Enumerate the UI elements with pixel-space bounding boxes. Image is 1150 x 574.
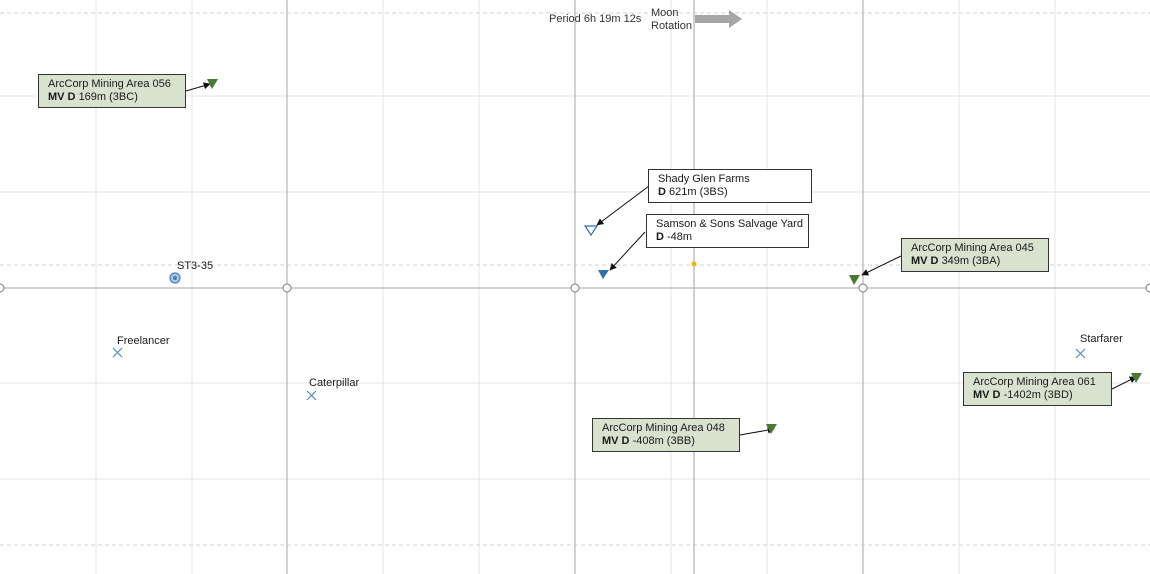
callout-arccorp-061[interactable]: ArcCorp Mining Area 061 MV D -1402m (3BD… xyxy=(963,372,1112,406)
leader-line xyxy=(609,231,646,271)
leader-line xyxy=(185,82,211,92)
rotation-arrow-icon xyxy=(695,10,742,28)
leader-line xyxy=(596,185,650,226)
callout-samson-sons[interactable]: Samson & Sons Salvage Yard D -48m xyxy=(646,214,809,248)
leader-line xyxy=(739,426,775,436)
outpost-marker-icon[interactable] xyxy=(598,270,609,279)
callout-shady-glen-farms[interactable]: Shady Glen Farms D 621m (3BS) xyxy=(648,169,812,203)
callout-arccorp-045[interactable]: ArcCorp Mining Area 045 MV D 349m (3BA) xyxy=(901,238,1049,272)
moon-rotation-label: Moon Rotation xyxy=(651,7,692,32)
axis-tick xyxy=(0,283,5,293)
axis-tick xyxy=(570,283,580,293)
outpost-marker-icon[interactable] xyxy=(849,275,860,285)
center-dot-icon xyxy=(691,261,697,267)
wreck-label-freelancer: Freelancer xyxy=(117,335,170,347)
outpost-marker-icon[interactable] xyxy=(1131,373,1142,383)
axis-tick xyxy=(282,283,292,293)
wreck-markers xyxy=(112,347,1086,401)
outpost-marker-icon[interactable] xyxy=(583,225,599,237)
leader-line xyxy=(1111,376,1137,390)
wreck-label-caterpillar: Caterpillar xyxy=(309,377,360,389)
outpost-marker-icon[interactable] xyxy=(766,424,777,434)
axis-ticks xyxy=(0,283,1150,293)
wreck-cross-icon xyxy=(112,347,123,358)
axis-tick xyxy=(858,283,868,293)
waypoint-label: ST3-35 xyxy=(177,260,214,272)
outpost-marker-icon[interactable] xyxy=(207,79,218,89)
axis-tick xyxy=(1145,283,1150,293)
wreck-label-starfarer: Starfarer xyxy=(1080,333,1123,345)
waypoint-marker-icon[interactable] xyxy=(169,272,181,284)
period-label: Period 6h 19m 12s xyxy=(549,13,642,25)
callout-arccorp-048[interactable]: ArcCorp Mining Area 048 MV D -408m (3BB) xyxy=(592,418,740,452)
callout-arccorp-056[interactable]: ArcCorp Mining Area 056 MV D 169m (3BC) xyxy=(38,74,186,108)
leader-line xyxy=(861,255,902,276)
leader-lines xyxy=(185,82,1137,436)
wreck-cross-icon xyxy=(306,390,317,401)
wreck-cross-icon xyxy=(1075,348,1086,359)
